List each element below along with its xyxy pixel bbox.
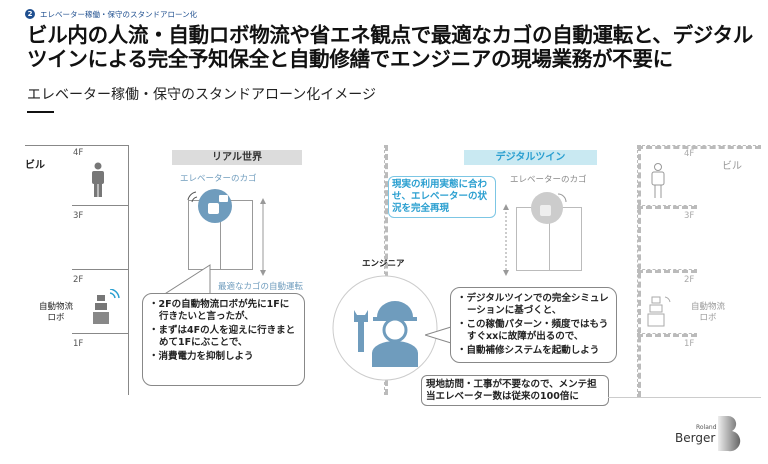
floor-line — [637, 269, 697, 273]
floor-label: 4F — [684, 149, 695, 159]
robot-ai-icon — [187, 189, 232, 223]
floor-label: 2F — [684, 275, 695, 285]
twin-building-label: ビル — [722, 161, 742, 172]
floor-line — [72, 333, 129, 334]
subtitle-rule — [27, 111, 54, 113]
section-kicker: エレベーター稼働・保守のスタンドアローン化 — [40, 10, 198, 19]
bubble-pointer — [160, 264, 211, 298]
vertical-arrow-icon — [260, 198, 266, 276]
robot-label: 自動物流ロボ — [38, 302, 73, 323]
engineer-label: エンジニア — [362, 259, 405, 269]
twin-person-icon — [651, 163, 665, 198]
bubble-pointer — [425, 326, 452, 344]
floor-label: 4F — [73, 148, 84, 158]
real-world-header: リアル世界 — [172, 150, 302, 165]
callout-bullet: 自動補修システムを起動しよう — [457, 345, 610, 357]
callout-bullet: まずは4Fの人を迎えに行きまとめて1Fにぶことで、 — [149, 325, 298, 349]
page-title: ビル内の人流・自動ロボ物流や省エネ観点で最適なカゴの自動運転と、デジタルツインに… — [27, 23, 753, 71]
callout-bullet: 2Fの自動物流ロボが先に1Fに行きたいと言ったが、 — [149, 299, 298, 323]
floor-line — [637, 333, 697, 337]
title-line-2: ツインによる完全予知保全と自動修繕でエンジニアの現場業務が不要に — [27, 47, 673, 71]
car-label: エレベーターのカゴ — [180, 174, 257, 184]
dotted-arrow-icon — [503, 204, 509, 276]
twin-robot-icon — [647, 296, 671, 327]
logo-b-mark — [718, 416, 741, 452]
delivery-robot-icon — [93, 289, 120, 324]
building-roof-line — [25, 145, 129, 146]
twin-car-label: エレベーターのカゴ — [510, 175, 587, 185]
digital-twin-header: デジタルツイン — [464, 150, 597, 165]
floor-line — [637, 205, 697, 209]
logo-roland: Roland — [696, 424, 717, 431]
logo-berger: Berger — [675, 431, 716, 445]
engineer-note: 現地訪問・工事が不要なので、メンテ担当エレベーター数は従来の100倍に — [421, 375, 609, 406]
floor-line — [72, 205, 129, 206]
floor-label: 2F — [73, 275, 84, 285]
twin-robot-icon — [531, 192, 567, 224]
person-icon — [92, 162, 104, 197]
ground-line — [608, 397, 761, 398]
floor-line — [72, 269, 129, 270]
divider — [384, 145, 388, 395]
callout-bullet: この稼働パターン・頻度ではもうすぐxxに故障が出るので、 — [457, 319, 610, 343]
title-line-1: ビル内の人流・自動ロボ物流や省エネ観点で最適なカゴの自動運転と、デジタル — [27, 23, 753, 47]
twin-robot-label: 自動物流ロボ — [690, 302, 725, 323]
floor-label: 1F — [73, 339, 84, 349]
callout-bullet: デジタルツインでの完全シミュレーションに基づくと、 — [457, 293, 610, 317]
floor-label: 1F — [684, 339, 695, 349]
engineer-icon — [332, 275, 438, 381]
building-label: ビル — [25, 160, 45, 171]
engineer-callout: デジタルツインでの完全シミュレーションに基づくと、 この稼働パターン・頻度ではも… — [450, 287, 617, 363]
callout-bullet: 消費電力を抑制しよう — [149, 351, 298, 363]
motion-label: 最適なカゴの自動運転 — [218, 282, 304, 292]
twin-callout: 現実の利用実態に合わせ、エレベーターの状況を完全再現 — [388, 176, 496, 218]
page-subtitle: エレベーター稼働・保守のスタンドアローン化イメージ — [27, 87, 377, 103]
floor-label: 3F — [684, 211, 695, 221]
floor-label: 3F — [73, 211, 84, 221]
building-wall-line — [128, 145, 129, 395]
twin-building-roof — [637, 145, 761, 149]
real-world-callout: 2Fの自動物流ロボが先に1Fに行きたいと言ったが、 まずは4Fの人を迎えに行きま… — [142, 293, 305, 386]
section-badge: 2 — [25, 9, 35, 19]
